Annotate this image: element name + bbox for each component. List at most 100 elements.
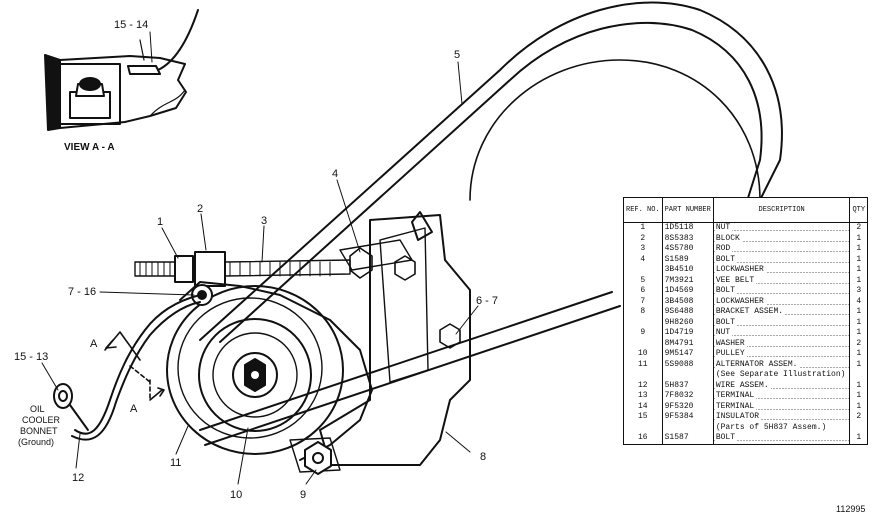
ref-cell: 16 — [623, 433, 663, 445]
description-cell: TERMINAL — [712, 401, 851, 412]
part-number-cell: 3B4510 — [661, 265, 714, 276]
qty-cell: 1 — [849, 307, 869, 318]
callout-6-7: 6 - 7 — [476, 295, 498, 307]
part-number-cell: 7M3921 — [661, 275, 714, 286]
header-description: DESCRIPTION — [712, 197, 851, 223]
part-number-cell: 9H8260 — [661, 317, 714, 328]
description-cell: BOLT — [712, 286, 851, 297]
figure-number: 112995 — [836, 504, 865, 514]
ref-cell: 9 — [623, 328, 663, 339]
ref-cell: 1 — [623, 222, 663, 234]
qty-cell: 1 — [849, 328, 869, 339]
callout-3: 3 — [261, 215, 267, 227]
ref-cell — [623, 422, 663, 433]
ref-cell — [623, 338, 663, 349]
callout-5: 5 — [454, 49, 460, 61]
callout-1: 1 — [157, 216, 163, 228]
section-arrows — [104, 331, 165, 401]
ref-cell: 4 — [623, 254, 663, 265]
description-cell: NUT — [712, 328, 851, 339]
part-number-cell: 1D4569 — [661, 286, 714, 297]
section-label-a-lower: A — [130, 403, 138, 415]
part-number-cell: 9M5147 — [661, 349, 714, 360]
description-cell: WIRE ASSEM. — [712, 380, 851, 391]
description-cell: (Parts of 5H837 Assem.) — [712, 422, 851, 433]
svg-text:BONNET: BONNET — [20, 426, 58, 436]
part-number-cell: 8S5383 — [661, 233, 714, 244]
callout-12: 12 — [72, 472, 84, 484]
description-cell: LOCKWASHER — [712, 296, 851, 307]
ref-cell — [623, 370, 663, 381]
oil-cooler-note: OIL COOLER BONNET (Ground) — [18, 404, 61, 447]
svg-text:(Ground): (Ground) — [18, 437, 54, 447]
qty-cell: 1 — [849, 254, 869, 265]
description-cell: INSULATOR — [712, 412, 851, 423]
qty-cell: 1 — [849, 233, 869, 244]
callout-8: 8 — [480, 451, 486, 463]
ref-cell: 6 — [623, 286, 663, 297]
description-cell: BOLT — [712, 317, 851, 328]
alternator — [166, 281, 373, 473]
qty-cell: 3 — [849, 286, 869, 297]
callout-10: 10 — [230, 489, 242, 501]
part-number-cell — [661, 422, 714, 433]
header-ref: REF. NO. — [623, 197, 663, 223]
ref-cell — [623, 265, 663, 276]
qty-cell: 1 — [849, 401, 869, 412]
description-cell: PULLEY — [712, 349, 851, 360]
bracket-assembly — [319, 211, 471, 466]
view-a-a-detail — [44, 9, 199, 131]
ref-cell: 2 — [623, 233, 663, 244]
section-label-a-upper: A — [90, 338, 98, 350]
callout-11: 11 — [170, 457, 181, 469]
ref-cell: 15 — [623, 412, 663, 423]
description-cell: (See Separate Illustration) — [712, 370, 851, 381]
description-cell: BLOCK — [712, 233, 851, 244]
part-number-cell: S1587 — [661, 433, 714, 445]
qty-cell: 1 — [849, 265, 869, 276]
table-row: (See Separate Illustration) — [623, 370, 869, 381]
qty-cell: 1 — [849, 244, 869, 255]
description-cell: BOLT — [712, 433, 851, 445]
callout-15-14: 15 - 14 — [114, 19, 148, 31]
description-cell: ROD — [712, 244, 851, 255]
crank-pulley-outline — [469, 59, 761, 201]
part-number-cell: 1D5118 — [661, 222, 714, 234]
ref-cell: 10 — [623, 349, 663, 360]
qty-cell: 2 — [849, 412, 869, 423]
description-cell: NUT — [712, 222, 851, 234]
qty-cell: 1 — [849, 433, 869, 445]
part-number-cell: 4S5780 — [661, 244, 714, 255]
part-number-cell: 7F8032 — [661, 391, 714, 402]
part-number-cell: 3B4508 — [661, 296, 714, 307]
description-cell: ALTERNATOR ASSEM. — [712, 359, 851, 370]
adjusting-rod — [134, 251, 351, 287]
leader-lines — [41, 31, 479, 485]
part-number-cell: S1589 — [661, 254, 714, 265]
callout-15-13: 15 - 13 — [14, 351, 48, 363]
description-cell: VEE BELT — [712, 275, 851, 286]
ref-cell: 5 — [623, 275, 663, 286]
alternator-pulley — [198, 318, 312, 432]
part-number-cell — [661, 370, 714, 381]
qty-cell: 2 — [849, 338, 869, 349]
lower-nut — [304, 441, 332, 475]
qty-cell — [849, 370, 869, 381]
part-number-cell: 9F5320 — [661, 401, 714, 412]
qty-cell: 1 — [849, 380, 869, 391]
ref-cell: 14 — [623, 401, 663, 412]
ref-cell: 7 — [623, 296, 663, 307]
